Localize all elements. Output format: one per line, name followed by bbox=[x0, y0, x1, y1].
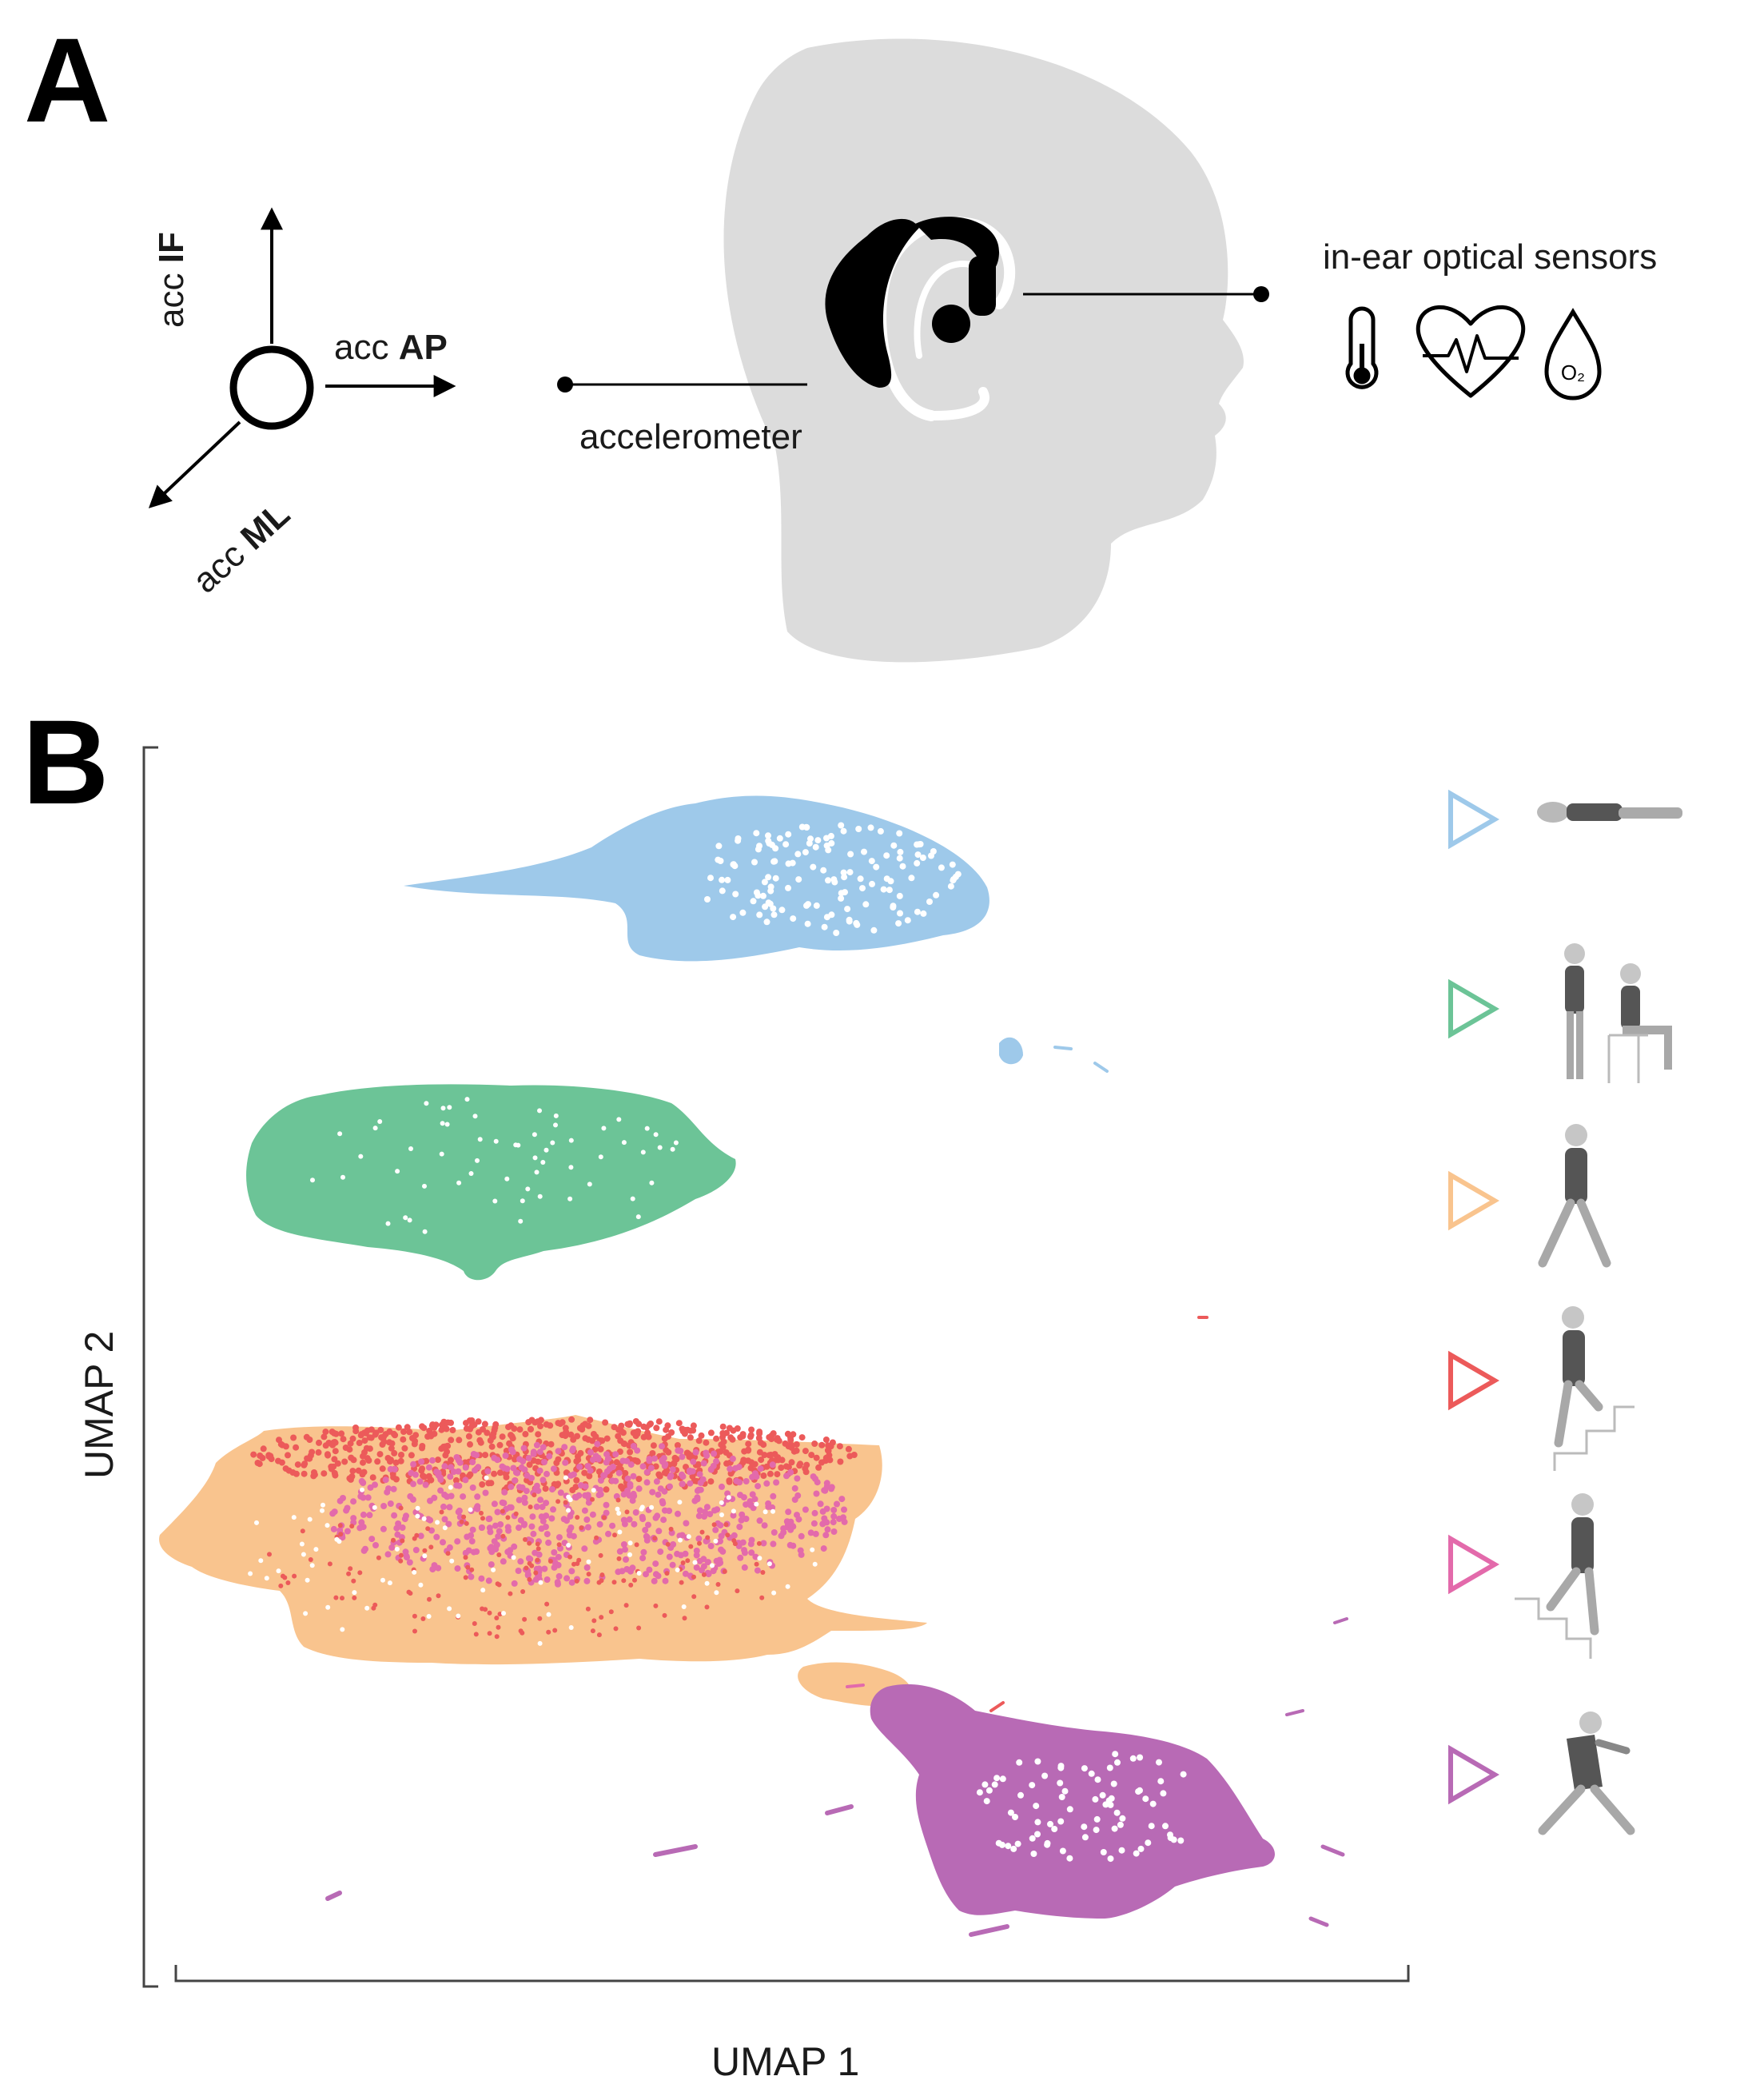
svg-text:O₂: O₂ bbox=[1561, 361, 1585, 385]
cluster-fragment-5 bbox=[1320, 1844, 1345, 1857]
legend-marker-stairs-down-person bbox=[1448, 1534, 1499, 1595]
legend-marker-stairs-up-person bbox=[1448, 1350, 1499, 1411]
cluster-lying-satellite bbox=[999, 1037, 1023, 1065]
legend-marker-standing-sitting-person bbox=[1448, 978, 1499, 1039]
heart-rate-icon bbox=[1416, 305, 1526, 398]
axis-ml-arrow bbox=[148, 420, 241, 508]
cluster-fragment-2 bbox=[325, 1891, 342, 1901]
cluster-fragment-10 bbox=[846, 1684, 865, 1688]
x-axis-label: UMAP 1 bbox=[711, 2039, 860, 2084]
cluster-fragment-4 bbox=[1308, 1916, 1329, 1927]
y-axis-label: UMAP 2 bbox=[77, 1330, 121, 1479]
axes-origin-circle bbox=[229, 345, 314, 430]
walking-person-icon bbox=[1538, 1124, 1611, 1268]
stairs-down-person-icon bbox=[1515, 1493, 1599, 1659]
axis-ap-label: acc AP bbox=[334, 328, 448, 367]
cluster-walking-gaps bbox=[230, 1475, 818, 1646]
cluster-running bbox=[870, 1684, 1275, 1919]
axis-if-label: acc IF bbox=[152, 232, 191, 328]
accelerometer-connector bbox=[557, 377, 807, 393]
optical-sensor-connector bbox=[1023, 286, 1269, 302]
cluster-fragment-0 bbox=[653, 1844, 698, 1857]
lying-person-icon bbox=[1537, 802, 1682, 823]
scatter-clusters bbox=[159, 795, 1348, 1937]
accelerometer-label: accelerometer bbox=[579, 417, 802, 456]
cluster-lying-speckle bbox=[704, 822, 962, 936]
cluster-fragment-6 bbox=[1285, 1709, 1304, 1716]
standing-sitting-person-icon bbox=[1564, 943, 1672, 1083]
running-person-icon bbox=[1538, 1711, 1635, 1835]
accelerometer-axes bbox=[148, 207, 456, 508]
panel-a-letter: A bbox=[24, 13, 111, 147]
legend-marker-running-person bbox=[1448, 1744, 1499, 1805]
cluster-standing-sitting-speckle bbox=[310, 1097, 679, 1234]
cluster-stairs-up-scatter bbox=[267, 1492, 766, 1640]
cluster-fragment-9 bbox=[989, 1701, 1005, 1712]
umap-axis-brackets bbox=[142, 746, 1410, 1988]
panel-b-letter: B bbox=[22, 695, 109, 829]
cluster-fragment-7 bbox=[1333, 1617, 1348, 1624]
optical-sensors-label: in-ear optical sensors bbox=[1323, 237, 1658, 277]
cluster-fragment-1 bbox=[825, 1804, 854, 1815]
cluster-standing-sitting bbox=[246, 1084, 736, 1281]
legend-marker-lying-person bbox=[1448, 789, 1499, 850]
x-axis-bracket bbox=[174, 1965, 1410, 1982]
thermometer-icon bbox=[1345, 306, 1379, 389]
cluster-lying-fragment-2 bbox=[1093, 1062, 1109, 1073]
oxygen-drop-icon: O₂ bbox=[1544, 308, 1602, 400]
head-silhouette bbox=[723, 38, 1244, 663]
cluster-running-gaps bbox=[976, 1751, 1187, 1863]
cluster-lying bbox=[404, 795, 989, 962]
cluster-lying-fragment bbox=[1053, 1046, 1073, 1050]
earbud-device-icon bbox=[825, 217, 999, 388]
chart-legend bbox=[1448, 789, 1499, 1805]
stairs-up-person-icon bbox=[1553, 1306, 1635, 1471]
y-axis-bracket bbox=[142, 746, 158, 1988]
legend-marker-walking-person bbox=[1448, 1170, 1499, 1231]
cluster-fragment-3 bbox=[969, 1924, 1009, 1937]
